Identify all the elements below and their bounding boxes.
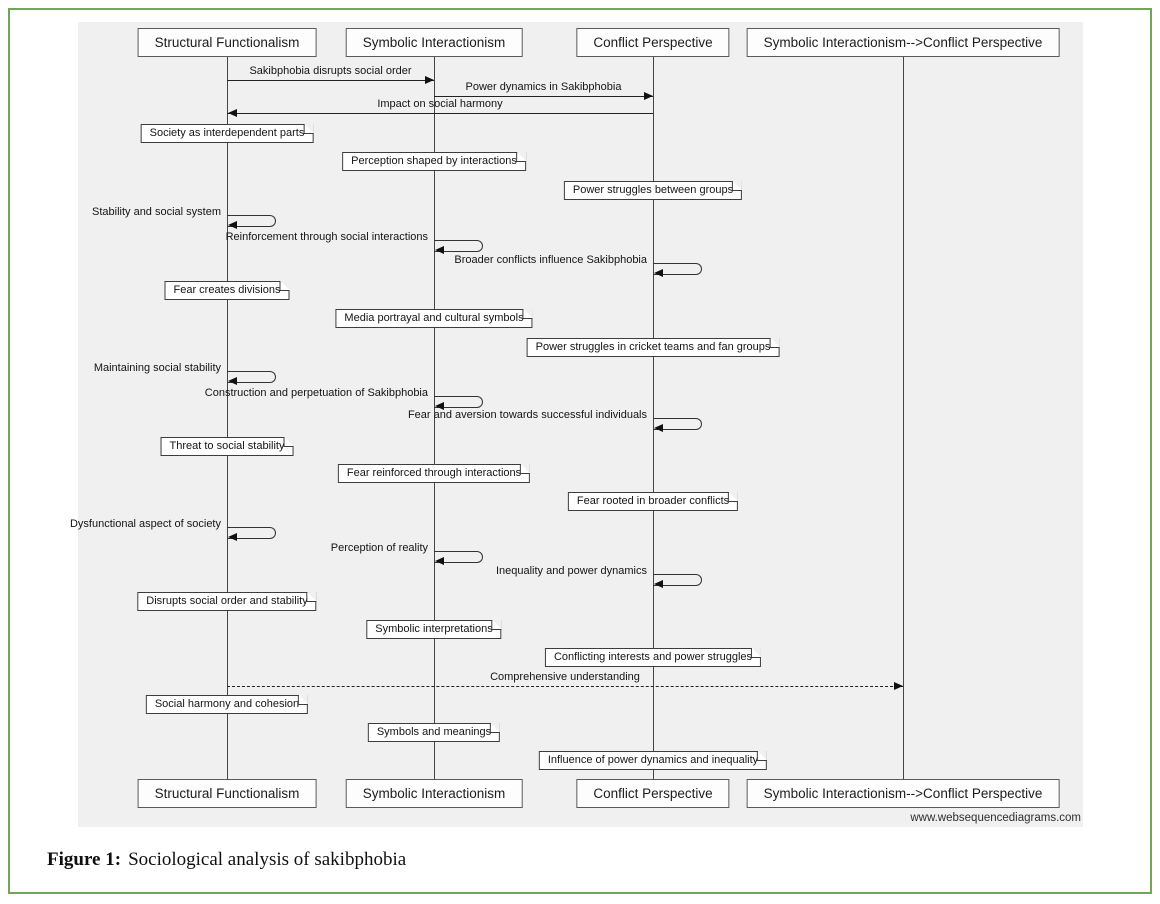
- self-message-loop: [227, 371, 276, 383]
- lifeline: [434, 56, 435, 780]
- note-fold-icon: [490, 723, 501, 733]
- self-message-label: Fear and aversion towards successful ind…: [407, 409, 647, 421]
- self-message-label: Broader conflicts influence Sakibphobia: [454, 254, 647, 266]
- note-fold-icon: [515, 152, 526, 162]
- self-message-loop: [434, 396, 483, 408]
- note-fold-icon: [732, 181, 743, 191]
- arrowhead-left-icon: [228, 109, 237, 117]
- arrowhead-right-icon: [425, 76, 434, 84]
- sequence-diagram-panel: [78, 22, 1083, 827]
- figure-border: [8, 8, 1152, 894]
- message-line: [227, 113, 653, 114]
- arrowhead-left-icon: [435, 402, 444, 410]
- self-message-loop: [653, 574, 702, 586]
- self-message-label: Reinforcement through social interaction…: [225, 231, 428, 243]
- note: Threat to social stability: [160, 437, 294, 456]
- message-line: [227, 686, 903, 687]
- self-message-loop: [227, 527, 276, 539]
- actor-header-box: Symbolic Interactionism: [345, 28, 523, 57]
- arrowhead-left-icon: [435, 557, 444, 565]
- actor-footer-box: Symbolic Interactionism-->Conflict Persp…: [746, 779, 1060, 808]
- note-fold-icon: [520, 464, 531, 474]
- note-fold-icon: [283, 437, 294, 447]
- note: Social harmony and cohesion: [145, 695, 309, 714]
- note: Fear reinforced through interactions: [337, 464, 531, 483]
- arrowhead-left-icon: [654, 580, 663, 588]
- note-fold-icon: [522, 309, 533, 319]
- self-message-label: Stability and social system: [92, 206, 221, 218]
- self-message-loop: [434, 551, 483, 563]
- message-line: [227, 80, 434, 81]
- arrowhead-left-icon: [654, 269, 663, 277]
- note-fold-icon: [728, 492, 739, 502]
- message-label: Sakibphobia disrupts social order: [249, 65, 412, 77]
- actor-header-box: Structural Functionalism: [137, 28, 317, 57]
- actor-footer-box: Structural Functionalism: [137, 779, 317, 808]
- note: Influence of power dynamics and inequali…: [538, 751, 768, 770]
- self-message-label: Construction and perpetuation of Sakibph…: [204, 387, 428, 399]
- watermark-text: www.websequencediagrams.com: [910, 812, 1081, 824]
- note: Society as interdependent parts: [140, 124, 314, 143]
- note: Power struggles in cricket teams and fan…: [526, 338, 780, 357]
- self-message-loop: [653, 418, 702, 430]
- self-message-loop: [653, 263, 702, 275]
- self-message-loop: [434, 240, 483, 252]
- note: Fear rooted in broader conflicts: [567, 492, 739, 511]
- lifeline: [227, 56, 228, 780]
- figure-caption: Figure 1: Sociological analysis of sakibp…: [47, 849, 406, 871]
- message-label: Power dynamics in Sakibphobia: [465, 81, 622, 93]
- note: Symbolic interpretations: [366, 620, 502, 639]
- message-label: Impact on social harmony: [377, 98, 503, 110]
- note-fold-icon: [757, 751, 768, 761]
- arrowhead-left-icon: [228, 377, 237, 385]
- message-label: Comprehensive understanding: [490, 671, 640, 683]
- note: Media portrayal and cultural symbols: [335, 309, 533, 328]
- message-line: [434, 96, 653, 97]
- arrowhead-left-icon: [435, 246, 444, 254]
- arrowhead-left-icon: [228, 221, 237, 229]
- note-fold-icon: [298, 695, 309, 705]
- self-message-label: Inequality and power dynamics: [495, 565, 647, 577]
- note: Conflicting interests and power struggle…: [544, 648, 762, 667]
- self-message-label: Maintaining social stability: [93, 362, 221, 374]
- note: Symbols and meanings: [367, 723, 501, 742]
- self-message-label: Perception of reality: [330, 542, 428, 554]
- actor-header-box: Conflict Perspective: [576, 28, 730, 57]
- self-message-loop: [227, 215, 276, 227]
- note-fold-icon: [769, 338, 780, 348]
- arrowhead-left-icon: [228, 533, 237, 541]
- note-fold-icon: [306, 592, 317, 602]
- note-fold-icon: [279, 281, 290, 291]
- arrowhead-right-icon: [644, 92, 653, 100]
- note: Perception shaped by interactions: [342, 152, 526, 171]
- lifeline: [903, 56, 904, 780]
- arrowhead-right-icon: [894, 682, 903, 690]
- note: Fear creates divisions: [164, 281, 290, 300]
- actor-footer-box: Symbolic Interactionism: [345, 779, 523, 808]
- note: Power struggles between groups: [563, 181, 743, 200]
- note-fold-icon: [491, 620, 502, 630]
- self-message-label: Dysfunctional aspect of society: [69, 518, 221, 530]
- note-fold-icon: [303, 124, 314, 134]
- note: Disrupts social order and stability: [137, 592, 317, 611]
- figure-caption-text: Sociological analysis of sakibphobia: [128, 849, 407, 870]
- figure-caption-prefix: Figure 1:: [47, 849, 122, 870]
- note-fold-icon: [751, 648, 762, 658]
- arrowhead-left-icon: [654, 424, 663, 432]
- actor-header-box: Symbolic Interactionism-->Conflict Persp…: [746, 28, 1060, 57]
- actor-footer-box: Conflict Perspective: [576, 779, 730, 808]
